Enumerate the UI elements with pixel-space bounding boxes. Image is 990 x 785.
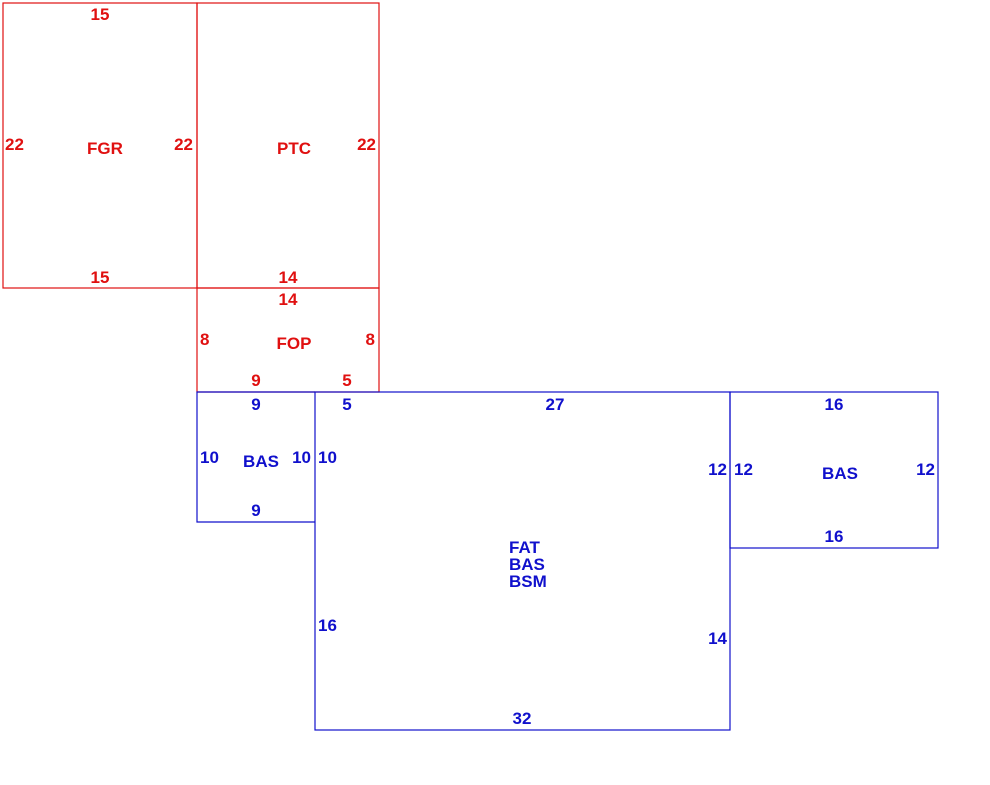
area-ptc-label: PTC <box>277 139 311 158</box>
area-main-dim-left-upper: 10 <box>318 448 337 467</box>
area-bas-small-outline <box>196 391 315 523</box>
area-bas-right-dim-right: 12 <box>916 460 935 479</box>
area-bas-small-dim-left: 10 <box>200 448 219 467</box>
area-fop-dim-bottom-left: 9 <box>251 371 260 390</box>
area-main-outline <box>314 391 731 731</box>
area-main-dim-top-left: 5 <box>342 395 351 414</box>
area-fop: FOP 14 8 8 9 5 <box>196 287 380 393</box>
area-main-dim-right-upper: 12 <box>708 460 727 479</box>
area-main-dim-top: 27 <box>546 395 565 414</box>
area-fgr-dim-left: 22 <box>5 135 24 154</box>
area-fgr-dim-bottom: 15 <box>91 268 110 287</box>
area-main-dim-left-lower: 16 <box>318 616 337 635</box>
area-bas-right-dim-left: 12 <box>734 460 753 479</box>
area-main-label-1: FAT <box>509 538 540 557</box>
area-ptc-dim-right: 22 <box>357 135 376 154</box>
area-bas-small-dim-top: 9 <box>251 395 260 414</box>
area-fop-dim-bottom-right: 5 <box>342 371 351 390</box>
area-bas-small-dim-bottom: 9 <box>251 501 260 520</box>
area-fop-label: FOP <box>277 334 312 353</box>
area-fop-dim-top: 14 <box>279 290 298 309</box>
area-bas-right-outline <box>729 391 939 549</box>
area-fgr: FGR 15 15 22 22 <box>2 2 198 289</box>
area-bas-small-dim-right: 10 <box>292 448 311 467</box>
area-bas-small-label: BAS <box>243 452 279 471</box>
area-fgr-dim-right: 22 <box>174 135 193 154</box>
area-bas-right-dim-bottom: 16 <box>825 527 844 546</box>
area-main-label-3: BSM <box>509 572 547 591</box>
area-ptc: PTC 22 14 <box>196 2 380 289</box>
area-main: FAT BAS BSM 5 27 10 16 12 14 32 <box>314 391 731 731</box>
area-fgr-dim-top: 15 <box>91 5 110 24</box>
area-bas-right-dim-top: 16 <box>825 395 844 414</box>
area-bas-right: BAS 16 12 12 16 <box>729 391 939 549</box>
area-fgr-label: FGR <box>87 139 123 158</box>
area-bas-right-label: BAS <box>822 464 858 483</box>
area-main-label-2: BAS <box>509 555 545 574</box>
area-fop-dim-right: 8 <box>366 330 375 349</box>
area-main-dim-bottom: 32 <box>513 709 532 728</box>
area-ptc-dim-bottom: 14 <box>279 268 298 287</box>
area-main-dim-right-lower: 14 <box>708 629 727 648</box>
area-fop-dim-left: 8 <box>200 330 209 349</box>
area-bas-small: BAS 9 10 10 9 <box>196 391 315 523</box>
